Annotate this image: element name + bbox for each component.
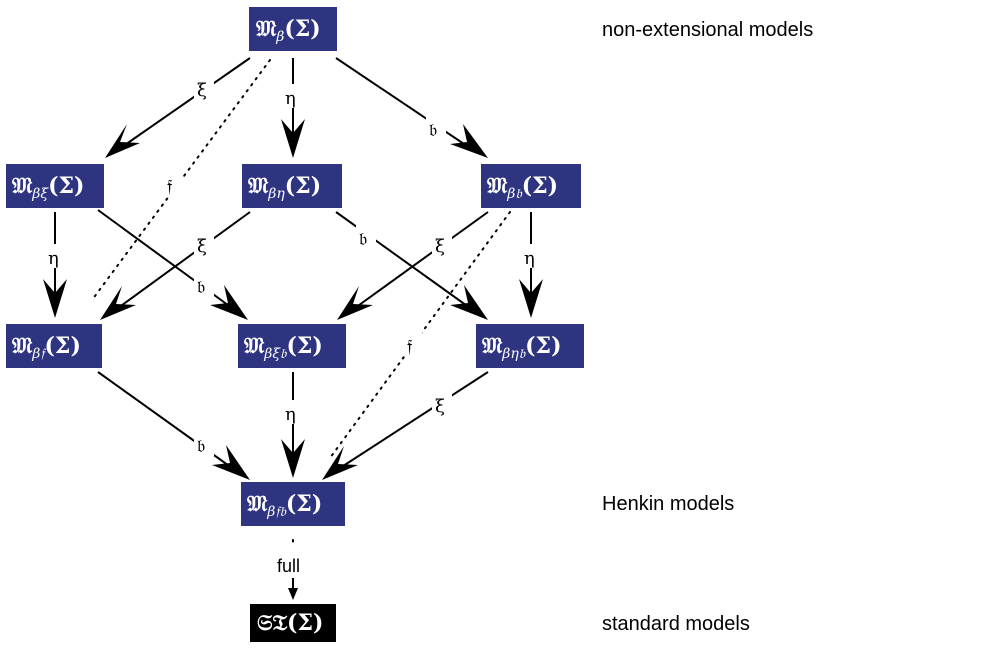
label-eta-1: η bbox=[285, 88, 296, 109]
label-eta-3: η bbox=[524, 248, 535, 269]
node-m-beta-f-b: 𝔐β𝔣𝔟(Σ) bbox=[241, 482, 345, 526]
edge-beta-eta-b-to-beta-f-b bbox=[322, 371, 489, 480]
edge-beta-f-to-beta-f-b bbox=[97, 371, 250, 480]
label-eta-4: η bbox=[285, 404, 296, 425]
edge-henkin-to-standard bbox=[288, 539, 298, 600]
node-m-beta-eta: 𝔐βη(Σ) bbox=[242, 164, 342, 208]
label-xi-1: ξ bbox=[197, 80, 207, 101]
node-m-beta-b: 𝔐β𝔟(Σ) bbox=[481, 164, 581, 208]
svg-text:𝔐β𝔣𝔟(Σ): 𝔐β𝔣𝔟(Σ) bbox=[247, 491, 322, 520]
node-standard: 𝔖𝔗(Σ) bbox=[250, 604, 336, 642]
label-xi-4: ξ bbox=[435, 396, 445, 417]
side-label-non-extensional: non-extensional models bbox=[602, 19, 813, 41]
label-xi-2: ξ bbox=[197, 236, 207, 257]
svg-text:𝔐βξ(Σ): 𝔐βξ(Σ) bbox=[12, 173, 84, 202]
svg-text:𝔖𝔗(Σ): 𝔖𝔗(Σ) bbox=[257, 610, 323, 636]
side-label-standard: standard models bbox=[602, 613, 750, 635]
svg-text:𝔐βξ𝔟(Σ): 𝔐βξ𝔟(Σ) bbox=[244, 333, 323, 362]
side-label-henkin: Henkin models bbox=[602, 493, 734, 515]
label-f-2: 𝔣 bbox=[407, 336, 412, 357]
label-eta-2: η bbox=[48, 248, 59, 269]
label-b-4: 𝔟 bbox=[197, 436, 205, 457]
node-m-beta-eta-b: 𝔐βη𝔟(Σ) bbox=[476, 324, 584, 368]
svg-text:𝔐β𝔟(Σ): 𝔐β𝔟(Σ) bbox=[487, 173, 558, 202]
label-b-2: 𝔟 bbox=[359, 229, 367, 250]
node-m-beta: 𝔐β(Σ) bbox=[249, 7, 337, 51]
label-full: full bbox=[277, 556, 300, 576]
label-b-1: 𝔟 bbox=[429, 120, 437, 141]
edge-beta-b-to-beta-xi-b bbox=[337, 211, 489, 320]
edge-beta-xi-b-to-beta-f-b bbox=[281, 372, 305, 478]
svg-text:𝔐βη𝔟(Σ): 𝔐βη𝔟(Σ) bbox=[482, 333, 561, 362]
svg-text:𝔐β𝔣(Σ): 𝔐β𝔣(Σ) bbox=[12, 333, 81, 362]
edge-beta-to-beta-xi bbox=[105, 57, 251, 158]
node-m-beta-xi-b: 𝔐βξ𝔟(Σ) bbox=[238, 324, 346, 368]
node-m-beta-f: 𝔐β𝔣(Σ) bbox=[6, 324, 102, 368]
svg-text:𝔐βη(Σ): 𝔐βη(Σ) bbox=[248, 173, 321, 202]
svg-text:𝔐β(Σ): 𝔐β(Σ) bbox=[256, 16, 321, 45]
label-b-3: 𝔟 bbox=[197, 277, 205, 298]
edge-beta-eta-to-beta-f bbox=[100, 211, 251, 320]
edge-beta-to-beta-b bbox=[335, 57, 488, 158]
label-f-1: 𝔣 bbox=[167, 176, 172, 197]
node-m-beta-xi: 𝔐βξ(Σ) bbox=[6, 164, 104, 208]
edge-beta-xi-to-beta-xi-b bbox=[97, 209, 248, 320]
label-xi-3: ξ bbox=[435, 236, 445, 257]
